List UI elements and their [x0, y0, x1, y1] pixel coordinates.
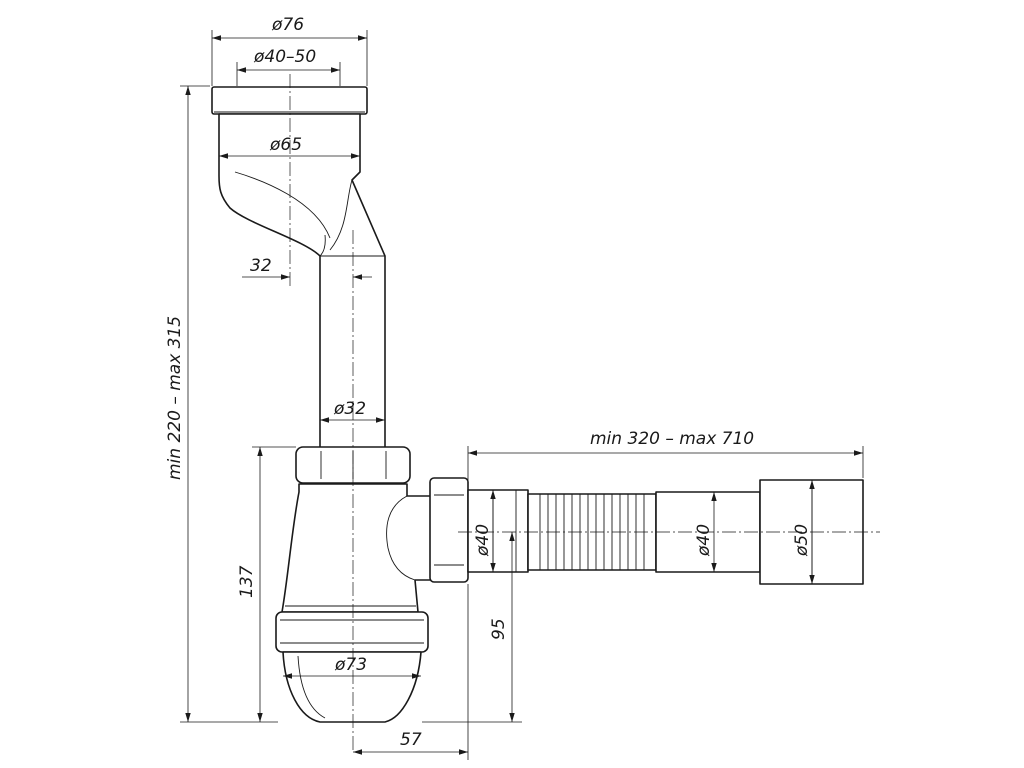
label-corrugated-length: min 320 – max 710 — [590, 429, 754, 449]
label-total-height: min 220 – max 315 — [165, 316, 185, 480]
side-adapter — [467, 489, 529, 573]
top-cap — [211, 86, 368, 115]
side-nut — [429, 477, 469, 583]
dimension-lines — [180, 30, 864, 760]
label-pipe-diameter: ø32 — [333, 399, 366, 419]
label-hose-diameter: ø40 — [694, 524, 714, 557]
siphon-body — [211, 86, 864, 723]
label-top-cap-diameter: ø76 — [271, 15, 304, 35]
label-hose-end-diameter: ø50 — [792, 524, 812, 557]
bottle — [281, 483, 435, 613]
label-bottle-height: 137 — [237, 565, 257, 598]
center-lines — [289, 74, 880, 752]
label-side-outlet-offset: 57 — [400, 730, 422, 750]
label-pipe-offset: 32 — [250, 256, 272, 276]
label-side-inlet-diameter: ø40 — [473, 524, 493, 557]
dimension-labels: ø76 ø40–50 ø65 32 ø32 min 220 – max 315 … — [165, 15, 812, 750]
bottle-ring — [275, 611, 429, 653]
label-bottle-diameter: ø73 — [334, 655, 367, 675]
label-funnel-diameter: ø65 — [269, 135, 302, 155]
label-side-outlet-height: 95 — [489, 618, 509, 640]
funnel — [218, 113, 386, 449]
label-outlet-diameter-range: ø40–50 — [253, 47, 316, 67]
